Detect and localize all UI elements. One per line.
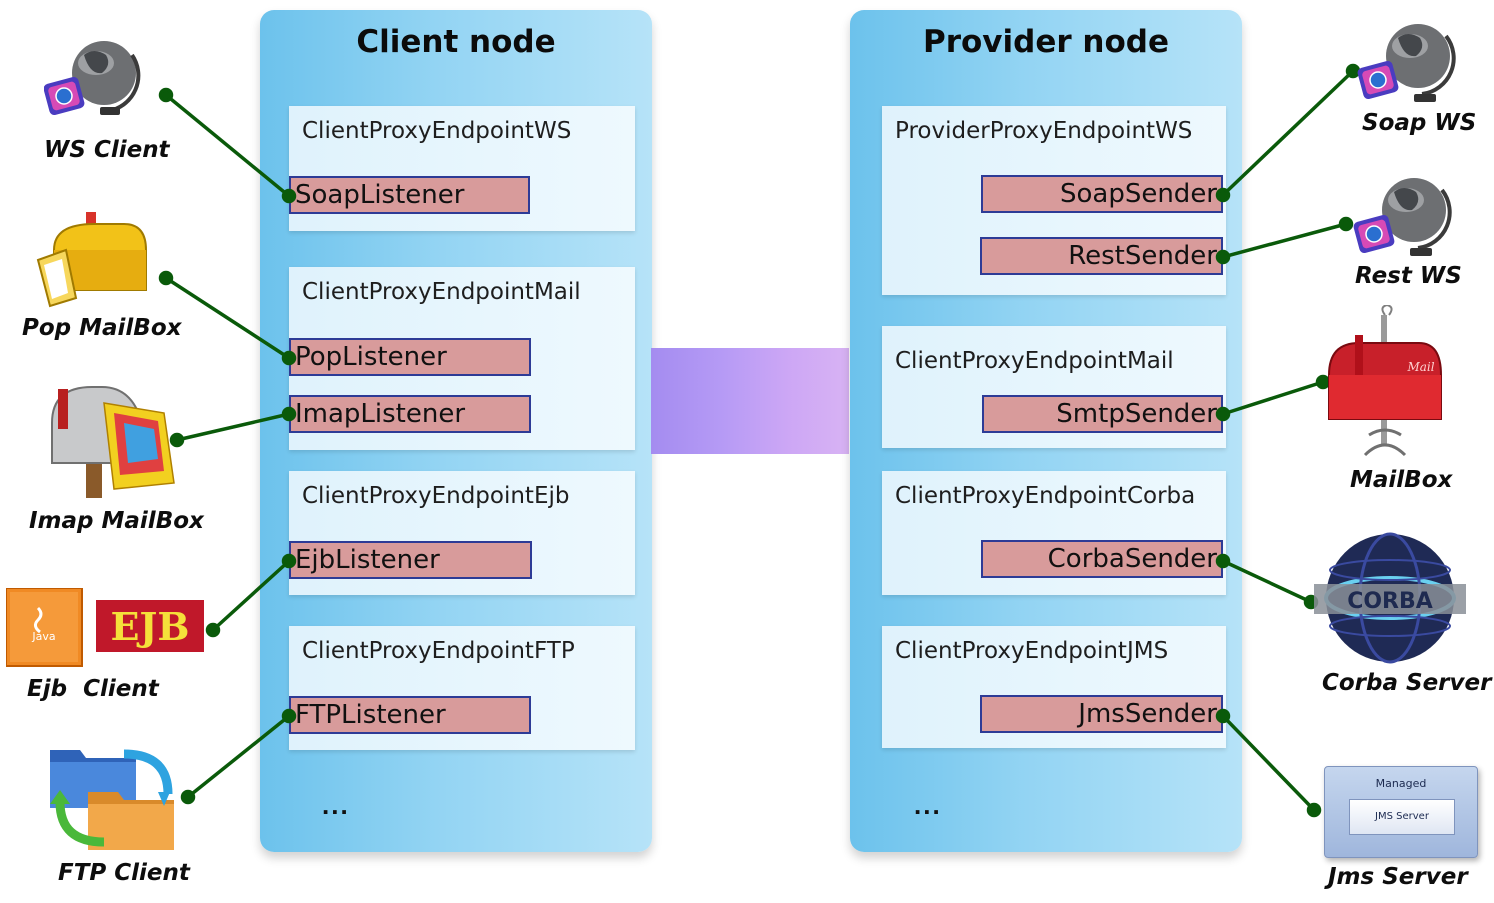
corba-badge-text: CORBA (1347, 589, 1433, 614)
jms-inner-box: JMS Server (1349, 799, 1455, 835)
corba-sender[interactable]: CorbaSender (981, 540, 1223, 578)
pop-mailbox-icon (34, 210, 149, 315)
wire-ejb-client (211, 559, 291, 632)
wire-ws-client (164, 93, 291, 198)
imap-listener[interactable]: ImapListener (289, 395, 531, 433)
ftp-folder-sync-icon (48, 742, 178, 859)
rest-sender[interactable]: RestSender (980, 237, 1223, 275)
soap-sender[interactable]: SoapSender (981, 175, 1223, 213)
jms-server-label: Jms Server (1328, 864, 1468, 890)
java-ejb-icon: Java EJB (5, 587, 206, 673)
ejb-badge-text: EJB (110, 604, 189, 649)
soap-listener[interactable]: SoapListener (289, 176, 530, 214)
soap-ws-globe-icon (1356, 14, 1456, 114)
wire-ftp-client (186, 714, 291, 799)
red-mailbox-icon: Mail (1325, 303, 1445, 470)
jms-server-icon: Managed JMS Server (1324, 766, 1478, 858)
rest-ws-label: Rest WS (1355, 263, 1462, 289)
ejb-client-label: Ejb Client (27, 676, 159, 702)
corba-server-label: Corba Server (1322, 670, 1492, 696)
mailbox-label: MailBox (1350, 467, 1453, 493)
pop-listener[interactable]: PopListener (289, 338, 531, 376)
ws-client-globe-icon (43, 35, 144, 125)
provider-node-more: ... (914, 790, 942, 820)
imap-mailbox-label: Imap MailBox (29, 508, 204, 534)
client-node-title: Client node (356, 24, 556, 60)
jms-managed-header: Managed (1375, 777, 1427, 790)
endpoint-title: ClientProxyEndpointMail (302, 279, 581, 305)
node-bridge (651, 348, 849, 454)
endpoint-title: ClientProxyEndpointFTP (302, 638, 575, 664)
wire-jms-server (1221, 714, 1316, 812)
wire-mailbox (1222, 380, 1324, 416)
pop-mailbox-label: Pop MailBox (22, 315, 182, 341)
endpoint-title: ClientProxyEndpointEjb (302, 483, 570, 509)
wire-imap-mailbox (176, 412, 290, 442)
endpoint-title: ClientProxyEndpointWS (302, 118, 572, 144)
ejb-listener[interactable]: EjbListener (289, 541, 532, 579)
endpoint-title: ClientProxyEndpointJMS (895, 638, 1169, 664)
endpoint-title: ProviderProxyEndpointWS (895, 118, 1193, 144)
wire-corba-server (1222, 559, 1312, 604)
ftp-listener[interactable]: FTPListener (289, 696, 531, 734)
mailbox-badge-text: Mail (1406, 360, 1434, 374)
wire-pop-mailbox (165, 276, 290, 360)
endpoint-title: ClientProxyEndpointCorba (895, 483, 1196, 509)
client-node-more: ... (322, 790, 350, 820)
wire-rest-ws (1222, 222, 1347, 259)
ftp-client-label: FTP Client (58, 860, 190, 886)
imap-mailbox-icon (44, 383, 184, 508)
provider-node-title: Provider node (922, 24, 1170, 60)
java-badge-text: Java (31, 630, 55, 643)
smtp-sender[interactable]: SmtpSender (982, 395, 1223, 433)
soap-ws-label: Soap WS (1362, 110, 1477, 136)
ws-client-label: WS Client (44, 137, 170, 163)
wire-soap-ws (1221, 69, 1355, 197)
endpoint-title: ClientProxyEndpointMail (895, 348, 1174, 374)
rest-ws-globe-icon (1352, 168, 1452, 268)
corba-globe-icon: CORBA (1310, 530, 1470, 671)
